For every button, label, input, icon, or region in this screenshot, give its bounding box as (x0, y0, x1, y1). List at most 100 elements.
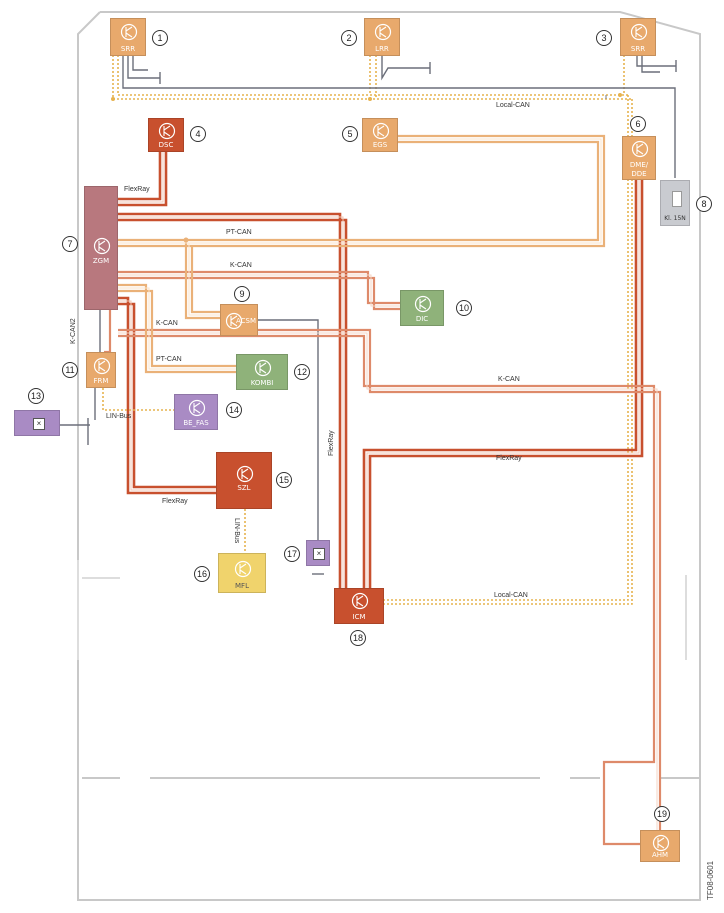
module-szl[interactable]: SZL (216, 452, 272, 509)
module-egs[interactable]: EGS (362, 118, 398, 152)
figure-id: TF08-0601 (706, 860, 715, 900)
callout-10: 10 (456, 300, 472, 316)
label-flexray-szl: FlexRay (162, 498, 188, 505)
callout-2: 2 (341, 30, 357, 46)
module-icm[interactable]: ICM (334, 588, 384, 624)
transistor-icon (120, 23, 138, 41)
callout-5: 5 (342, 126, 358, 142)
callout-6: 6 (630, 116, 646, 132)
callout-13: 13 (28, 388, 44, 404)
label-pt-can-1: PT-CAN (226, 229, 252, 236)
module-label: SRR (630, 45, 646, 53)
transistor-icon (414, 295, 432, 313)
relay-icon (672, 191, 682, 207)
callout-16: 16 (194, 566, 210, 582)
label-flexray-zgm: FlexRay (124, 186, 150, 193)
module-srr-1[interactable]: SRR (110, 18, 146, 56)
pt-can-bus (118, 134, 606, 374)
transistor-icon (93, 237, 111, 255)
module-zgm[interactable]: ZGM (84, 186, 118, 310)
callout-15: 15 (276, 472, 292, 488)
module-label: AHM (651, 851, 669, 859)
callout-7: 7 (62, 236, 78, 252)
callout-19: 19 (654, 806, 670, 822)
callout-4: 4 (190, 126, 206, 142)
module-dme-dde[interactable]: DME/ DDE (622, 136, 656, 180)
switch-icon: × (33, 418, 45, 430)
module-acsm[interactable]: ACSM (220, 304, 258, 336)
callout-17: 17 (284, 546, 300, 562)
module-label: DSC (158, 141, 174, 149)
flexray-bus (118, 150, 644, 590)
label-k-can-2: K-CAN (156, 320, 178, 327)
label-flexray-vert: FlexRay (328, 430, 335, 456)
module-label: SRR (120, 45, 136, 53)
lin-bus (102, 388, 246, 553)
transistor-icon (631, 140, 649, 158)
transistor-icon (254, 359, 272, 377)
label-flexray-mid: FlexRay (496, 455, 522, 462)
module-frm[interactable]: FRM (86, 352, 116, 388)
transistor-icon (158, 122, 176, 140)
supply-lines (60, 55, 677, 575)
module-srr-3[interactable]: SRR (620, 18, 656, 56)
transistor-icon (234, 560, 252, 578)
label-local-can-top: Local-CAN (496, 102, 530, 109)
module-label: KOMBI (250, 379, 274, 387)
module-be-fas[interactable]: BE_FAS (174, 394, 218, 430)
module-lrr[interactable]: LRR (364, 18, 400, 56)
module-label: ICM (352, 613, 366, 621)
transistor-icon (188, 399, 206, 417)
junction-dot (183, 237, 189, 243)
transistor-icon (225, 312, 243, 330)
label-k-can-3: K-CAN (498, 376, 520, 383)
callout-18: 18 (350, 630, 366, 646)
module-label: ACSM (235, 317, 257, 325)
callout-8: 8 (696, 196, 712, 212)
module-label: Kl. 15N (664, 215, 686, 222)
transistor-icon (630, 23, 648, 41)
flexray-bus-inner (118, 150, 640, 590)
label-lin-bus-szl: LIN-Bus (233, 518, 240, 544)
label-lin-bus-frm: LIN-Bus (106, 413, 132, 420)
module-17[interactable]: × (306, 540, 330, 566)
module-kl15n[interactable]: Kl. 15N (660, 180, 690, 226)
callout-9: 9 (234, 286, 250, 302)
module-13[interactable]: × (14, 410, 60, 436)
callout-12: 12 (294, 364, 310, 380)
module-label: ZGM (92, 257, 110, 265)
module-ahm[interactable]: AHM (640, 830, 680, 862)
label-k-can-1: K-CAN (230, 262, 252, 269)
label-k-can2: K-CAN2 (70, 318, 77, 344)
k-can-bus (104, 270, 662, 846)
module-label: DIC (415, 315, 429, 323)
transistor-icon (351, 592, 369, 610)
k-can-bus-inner (118, 274, 658, 842)
module-label-1: DME/ (629, 161, 649, 169)
module-label: MFL (235, 582, 249, 590)
transistor-icon (652, 834, 670, 852)
vehicle-outline (77, 11, 701, 901)
module-dsc[interactable]: DSC (148, 118, 184, 152)
callout-3: 3 (596, 30, 612, 46)
callout-11: 11 (62, 362, 78, 378)
transistor-icon (374, 23, 392, 41)
callout-14: 14 (226, 402, 242, 418)
module-label: LRR (375, 45, 389, 53)
label-local-can-bottom: Local-CAN (494, 592, 528, 599)
module-label-2: DDE (631, 170, 647, 178)
module-label: BE_FAS (183, 419, 209, 427)
module-label: EGS (372, 141, 388, 149)
module-label: SZL (237, 484, 251, 492)
transistor-icon (372, 122, 390, 140)
module-mfl[interactable]: MFL (218, 553, 266, 593)
module-kombi[interactable]: KOMBI (236, 354, 288, 390)
transistor-icon (236, 465, 254, 483)
label-pt-can-2: PT-CAN (156, 356, 182, 363)
switch-icon: × (313, 548, 325, 560)
module-dic[interactable]: DIC (400, 290, 444, 326)
pt-can-bus-inner (118, 138, 602, 370)
module-label: FRM (93, 377, 109, 385)
callout-1: 1 (152, 30, 168, 46)
transistor-icon (93, 357, 111, 375)
